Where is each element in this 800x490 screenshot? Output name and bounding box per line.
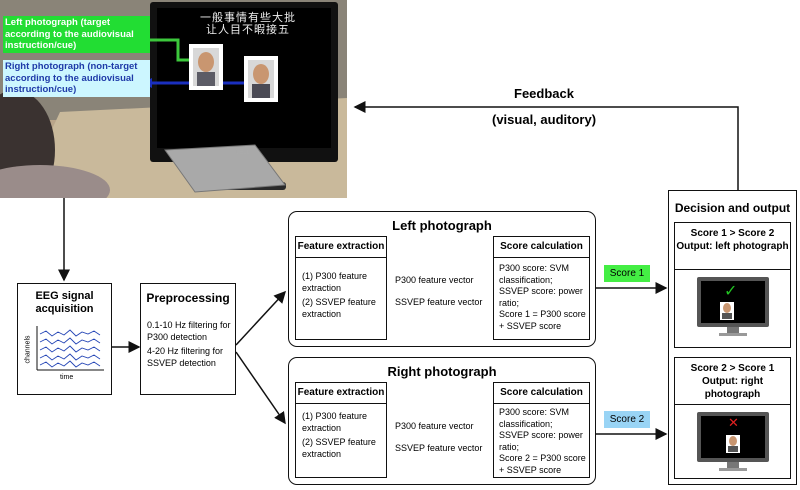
right-feature-item1: (1) P300 feature extraction	[302, 411, 368, 433]
left-feature-title: Feature extraction	[297, 241, 385, 252]
eeg-box: EEG signal acquisition channels time	[17, 283, 112, 395]
score1-tag: Score 1	[604, 265, 650, 282]
left-feature-item1: (1) P300 feature extraction	[302, 271, 368, 293]
arrow-preprocessing-to-left	[235, 290, 287, 346]
monitor-brand: DELL	[235, 150, 251, 156]
left-score-text: P300 score: SVM classification; SSVEP sc…	[499, 263, 587, 332]
decision-case1: Score 1 > Score 2 Output: left photograp…	[674, 222, 791, 348]
case2-monitor	[697, 412, 769, 471]
eeg-title: EEG signal acquisition	[35, 290, 94, 315]
score2-tag: Score 2	[604, 411, 650, 428]
preprocessing-title: Preprocessing	[146, 291, 230, 305]
preprocessing-box: Preprocessing 0.1-10 Hz filtering for P3…	[140, 283, 236, 395]
eeg-axis-y-label: channels	[24, 335, 32, 364]
feedback-path	[353, 101, 739, 190]
right-vector1-label: P300 feature vector	[395, 421, 474, 431]
case1-line1: Score 1 > Score 2	[690, 228, 775, 239]
right-score-text1: P300 score: SVM classification;	[499, 407, 570, 429]
right-photo-label: Right photograph (non-target according t…	[3, 60, 150, 97]
left-score-title: Score calculation	[500, 241, 583, 252]
left-feature-item2: (2) SSVEP feature extraction	[302, 297, 376, 319]
right-score-text: P300 score: SVM classification; SSVEP sc…	[499, 407, 587, 476]
left-vector2-label: SSVEP feature vector	[395, 297, 483, 307]
case2-line1: Score 2 > Score 1	[690, 363, 775, 374]
arrow-preprocessing-to-right	[235, 351, 286, 425]
decision-case2: Score 2 > Score 1 Output: right photogra…	[674, 357, 791, 479]
feedback-subtitle: (visual, auditory)	[492, 112, 597, 127]
decision-title: Decision and output	[674, 201, 791, 215]
left-score-text2: SSVEP score: power ratio;	[499, 286, 583, 308]
case1-monitor	[697, 277, 769, 336]
right-feature-box: Feature extraction (1) P300 feature extr…	[295, 382, 387, 478]
left-feature-box: Feature extraction (1) P300 feature extr…	[295, 236, 387, 340]
right-feature-item2: (2) SSVEP feature extraction	[302, 437, 376, 459]
feedback-title: Feedback	[514, 86, 574, 101]
right-score-title: Score calculation	[500, 387, 583, 398]
experiment-photo: 一般事情有些大批 让人目不暇接五 DELL Left photograph (t…	[0, 0, 347, 198]
left-score-text1: P300 score: SVM classification;	[499, 263, 570, 285]
screen-text: 一般事情有些大批 让人目不暇接五	[178, 12, 318, 36]
case2-text: Score 2 > Score 1 Output: right photogra…	[675, 362, 790, 401]
case1-line2: Output: left photograph	[676, 241, 789, 252]
right-branch-title: Right photograph	[387, 364, 497, 379]
preprocessing-line2: 4-20 Hz filtering for SSVEP detection	[147, 346, 224, 368]
right-feature-title: Feature extraction	[297, 387, 385, 398]
preprocessing-line1: 0.1-10 Hz filtering for P300 detection	[147, 320, 231, 342]
check-icon: ✓	[724, 281, 738, 300]
right-vector2-label: SSVEP feature vector	[395, 443, 483, 453]
left-score-text3: Score 1 = P300 score + SSVEP score	[499, 309, 586, 331]
left-photo-label: Left photograph (target according to the…	[3, 16, 150, 53]
screen-text-line1: 一般事情有些大批	[200, 11, 296, 24]
right-score-text2: SSVEP score: power ratio;	[499, 430, 583, 452]
right-score-box: Score calculation P300 score: SVM classi…	[493, 382, 590, 478]
left-branch-title: Left photograph	[392, 218, 492, 233]
right-score-text3: Score 2 = P300 score + SSVEP score	[499, 453, 586, 475]
cross-icon: ✕	[728, 416, 739, 431]
eeg-axis-x-label: time	[60, 374, 74, 381]
left-vector1-label: P300 feature vector	[395, 275, 474, 285]
case1-text: Score 1 > Score 2 Output: left photograp…	[675, 227, 790, 253]
left-score-box: Score calculation P300 score: SVM classi…	[493, 236, 590, 340]
case2-line2: Output: right photograph	[701, 376, 764, 400]
screen-text-line2: 让人目不暇接五	[206, 23, 290, 36]
eeg-waveform	[36, 326, 104, 371]
